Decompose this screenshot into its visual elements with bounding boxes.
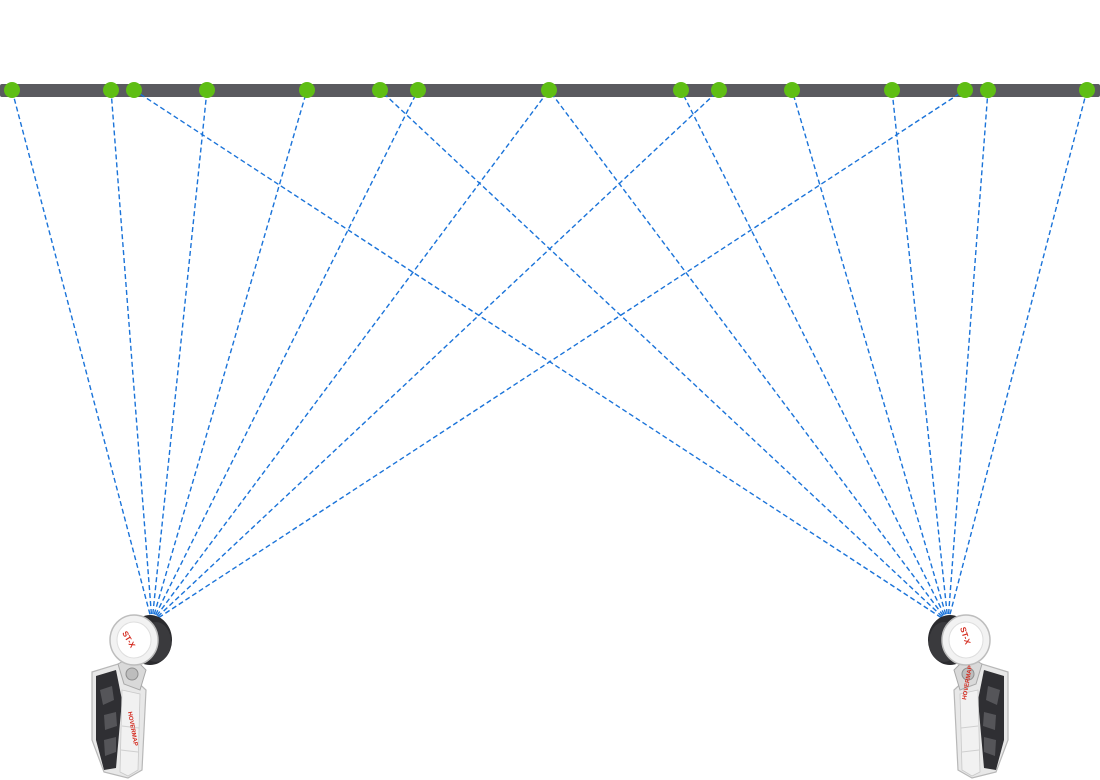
target-point xyxy=(541,82,557,98)
right-scan-ray xyxy=(548,89,949,623)
left-scan-ray xyxy=(151,89,208,623)
right-scanner-head xyxy=(928,614,991,666)
right-scanner-icon xyxy=(928,614,1009,779)
target-point xyxy=(126,82,142,98)
left-scanner-icon: HOVERMAP ST-X xyxy=(91,614,172,779)
target-point xyxy=(884,82,900,98)
target-point xyxy=(1079,82,1095,98)
left-scanner-handle: HOVERMAP xyxy=(91,663,147,779)
target-point xyxy=(372,82,388,98)
target-point xyxy=(980,82,996,98)
right-scanner-handle xyxy=(953,663,1009,779)
target-points xyxy=(4,82,1095,98)
left-scan-ray xyxy=(151,89,308,623)
left-scan-ray xyxy=(11,89,153,623)
target-point xyxy=(410,82,426,98)
left-scan-ray xyxy=(151,89,550,623)
right-scan-ray xyxy=(947,89,989,623)
svg-text:HOVERMAP: HOVERMAP xyxy=(126,711,138,746)
target-point xyxy=(299,82,315,98)
target-point xyxy=(784,82,800,98)
left-scan-ray xyxy=(151,89,419,623)
target-point xyxy=(711,82,727,98)
target-point xyxy=(4,82,20,98)
left-scan-ray xyxy=(110,89,153,623)
target-point xyxy=(199,82,215,98)
right-scan-ray xyxy=(891,89,949,623)
right-scanner-brand-label: HOVERMAP xyxy=(962,665,974,700)
right-scan-ray xyxy=(791,89,949,623)
target-point xyxy=(957,82,973,98)
right-scan-ray xyxy=(947,89,1088,623)
left-scanner-head: ST-X xyxy=(109,614,172,666)
left-scan-ray xyxy=(151,89,966,623)
target-point xyxy=(673,82,689,98)
right-scan-ray xyxy=(133,89,949,623)
right-scan-ray xyxy=(379,89,949,623)
target-point xyxy=(103,82,119,98)
scan-rays xyxy=(11,89,1088,623)
left-scan-ray xyxy=(151,89,720,623)
right-scan-ray xyxy=(680,89,949,623)
